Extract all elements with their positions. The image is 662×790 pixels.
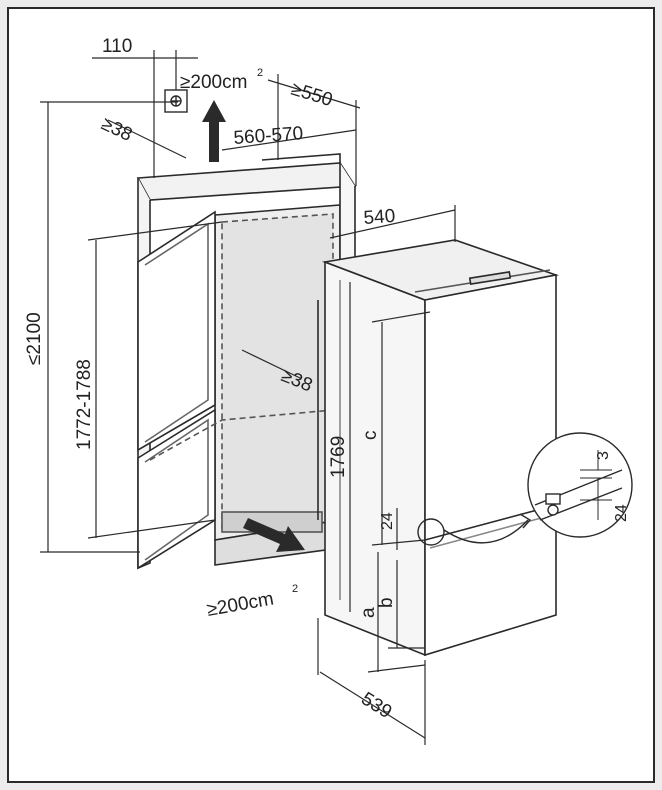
label-vent-top: ≥200cm [180,72,247,93]
label-540: 540 [363,206,396,229]
label-560-570: 560-570 [233,123,304,149]
label-3: 3 [595,451,612,460]
vent-icon [164,89,188,113]
label-1769: 1769 [328,436,349,478]
appliance [317,239,560,657]
dimension-lines [40,50,456,745]
label-vent-bottom-sup: 2 [292,583,298,595]
label-2100: ≤2100 [24,312,45,365]
hinge-detail [417,432,633,546]
label-24-detail: 24 [613,504,630,522]
label-b: b [376,597,397,608]
arrow-right-icon [243,518,305,552]
label-110: 110 [102,36,132,57]
label-a: a [358,607,379,618]
label-24-front: 24 [379,512,396,530]
label-c: c [360,431,381,441]
label-1772-1788: 1772-1788 [74,359,95,450]
label-vent-top-sup: 2 [257,67,263,79]
arrow-up-icon [202,100,226,162]
